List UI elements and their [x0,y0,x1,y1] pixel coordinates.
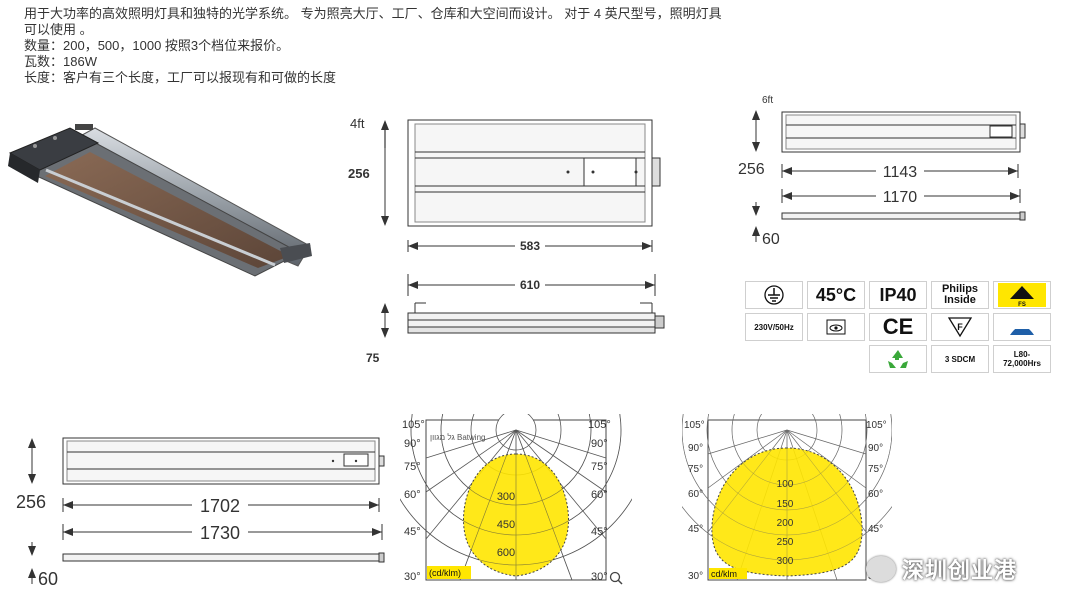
dimension-diagram-6ft: 6ft 256 1143 1170 60 [738,95,1026,248]
polar-diagram-right: 105° 90° 75° 60° 45° 30° 105° 90° 75° 60… [682,414,892,582]
label-6ft: 6ft [762,95,773,106]
temp-badge: 45°C [807,281,865,309]
intro-line-1: 用于大功率的高效照明灯具和独特的光学系统。 专为照亮大厅、工厂、仓库和大空间而设… [24,6,722,21]
f-mark-icon: F [931,313,989,341]
svg-text:F: F [957,322,963,332]
eye-safety-icon [807,313,865,341]
polar-right-value: 100 [777,479,794,490]
polar-left-value: 300 [497,491,515,503]
svg-text:60°: 60° [591,489,608,501]
polar-right-value: 300 [777,556,794,567]
outer-length-4ft: 610 [520,278,540,292]
fs-icon: FS [993,281,1051,309]
svg-text:45°: 45° [868,524,883,535]
side-height-long: 60 [38,569,58,589]
svg-text:105°: 105° [402,419,425,431]
svg-text:30°: 30° [591,571,608,583]
l80-badge: L80-72,000Hrs [993,345,1051,373]
intro-line-4: 瓦数：186W [24,54,97,69]
product-photo [8,124,312,277]
svg-text:FS: FS [1018,302,1026,307]
svg-text:30°: 30° [688,571,703,582]
inner-length-4ft: 583 [520,239,540,253]
outer-length-6ft: 1170 [883,189,918,206]
ce-badge: CE [869,313,927,341]
inner-length-long: 1702 [200,496,240,516]
polar-left-value: 600 [497,547,515,559]
polar-right-value: 250 [777,537,794,548]
svg-text:90°: 90° [868,443,883,454]
polar-left-caption: גל מגוון Batwing [430,433,485,442]
svg-text:105°: 105° [866,420,887,431]
svg-text:60°: 60° [688,489,703,500]
svg-text:45°: 45° [404,526,421,538]
svg-text:45°: 45° [688,524,703,535]
magnifier-icon[interactable] [609,571,623,585]
svg-text:60°: 60° [404,489,421,501]
sdcm-badge: 3 SDCM [931,345,989,373]
polar-left-labels: 105° 90° 75° 60° 45° 30° 105° 90° 75° 60… [402,419,611,583]
voltage-badge: 230V/50Hz [745,313,803,341]
svg-text:45°: 45° [591,526,608,538]
wechat-logo-icon [866,556,896,582]
inner-length-6ft: 1143 [883,164,918,181]
recycle-icon [869,345,927,373]
svg-text:60°: 60° [868,489,883,500]
svg-text:90°: 90° [404,438,421,450]
svg-text:75°: 75° [868,464,883,475]
svg-text:90°: 90° [688,443,703,454]
intro-line-3: 数量：200，500，1000 按照3个档位来报价。 [24,38,290,53]
height-long: 256 [16,492,46,512]
svg-text:105°: 105° [588,419,611,431]
polar-right-unit: cd/klm [711,569,737,579]
polar-left-unit: (cd/klm) [429,568,461,578]
intro-line-2: 可以使用 。 [24,22,93,37]
svg-text:90°: 90° [591,438,608,450]
svg-text:105°: 105° [684,420,705,431]
intro-line-5: 长度：客户有三个长度，工厂可以报现有和可做的长度 [24,70,337,85]
height-6ft: 256 [738,161,765,178]
watermark: 深圳创业港 [866,552,1076,586]
svg-text:75°: 75° [591,461,608,473]
svg-text:30°: 30° [404,571,421,583]
polar-right-value: 200 [777,518,794,529]
ground-icon [745,281,803,309]
svg-text:75°: 75° [404,461,421,473]
watermark-text: 深圳创业港 [902,558,1018,583]
nom-icon [993,313,1051,341]
dimension-diagram-4ft: 4ft 256 583 610 75 [348,116,665,365]
intro-text: 用于大功率的高效照明灯具和独特的光学系统。 专为照亮大厅、工厂、仓库和大空间而设… [24,6,864,86]
side-height-4ft: 75 [366,351,380,365]
polar-diagram-left: 105° 90° 75° 60° 45° 30° 105° 90° 75° 60… [400,414,632,585]
dimension-diagram-long: 256 1702 1730 60 [16,437,385,589]
svg-text:75°: 75° [688,464,703,475]
polar-right-value: 150 [777,499,794,510]
side-height-6ft: 60 [762,231,780,248]
outer-length-long: 1730 [200,523,240,543]
ip-badge: IP40 [869,281,927,309]
polar-left-value: 450 [497,519,515,531]
label-4ft: 4ft [350,116,365,131]
height-4ft: 256 [348,166,370,181]
